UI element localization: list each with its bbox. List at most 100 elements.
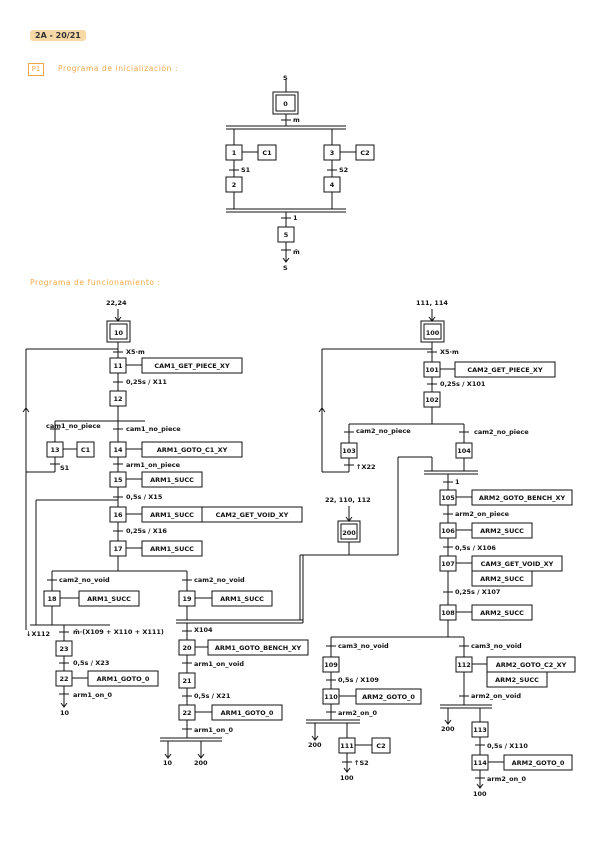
step-16: 16	[113, 511, 123, 519]
exit-label: 200	[308, 741, 322, 749]
transition-label: 1	[293, 214, 298, 222]
step-11: 11	[113, 362, 123, 370]
section-number: P1	[28, 63, 44, 76]
action-arm1-succ: ARM1_SUCC	[220, 595, 264, 603]
step-14: 14	[113, 446, 123, 454]
step-17: 17	[113, 545, 122, 553]
step-200: 200	[342, 529, 356, 537]
action-cam3-get-void: CAM3_GET_VOID_XY	[481, 560, 554, 568]
action-arm1-goto-0: ARM1_GOTO_0	[97, 675, 150, 683]
step-22: 22	[182, 709, 191, 717]
transition-label: ↑S2	[354, 759, 369, 767]
transition-label: arm1_on_0	[73, 691, 112, 699]
step-100: 100	[426, 329, 440, 337]
step-20: 20	[182, 644, 192, 652]
step-21: 21	[182, 677, 192, 685]
step-110: 110	[324, 693, 338, 701]
action-arm2-succ: ARM2_SUCC	[480, 527, 524, 535]
action-arm1-goto-bench: ARM1_GOTO_BENCH_XY	[215, 644, 302, 652]
transition-label: cam3_no_void	[471, 642, 522, 650]
step-13: 13	[50, 446, 59, 454]
transition-label: cam3_no_void	[338, 642, 389, 650]
step-10: 10	[114, 329, 124, 337]
exit-label: 100	[340, 774, 354, 782]
action-arm2-goto-bench: ARM2_GOTO_BENCH_XY	[479, 494, 566, 502]
operation-program-title: Programa de funcionamiento :	[30, 278, 161, 287]
action-arm1-succ: ARM1_SUCC	[150, 476, 194, 484]
sync-entry-label: 22, 110, 112	[325, 496, 371, 504]
step-103: 103	[342, 447, 356, 455]
transition-label: arm2_on_piece	[455, 510, 510, 518]
action-arm1-succ: ARM1_SUCC	[150, 511, 194, 519]
action-arm1-goto-0: ARM1_GOTO_0	[221, 709, 274, 717]
transition-label: S1	[241, 166, 251, 174]
transition-label: cam2_no_void	[59, 576, 110, 584]
transition-label: S1	[60, 464, 70, 472]
transition-label: 0,25s / X101	[440, 380, 486, 388]
transition-label: m̄	[293, 248, 300, 256]
transition-label: X5·m	[126, 348, 145, 356]
transition-label: 0,25s / X16	[126, 527, 167, 535]
action-arm1-succ: ARM1_SUCC	[150, 545, 194, 553]
exit-label: 200	[194, 759, 208, 767]
transition-label: 0,5s / X15	[126, 493, 163, 501]
transition-label: arm2_on_0	[338, 709, 377, 717]
step-106: 106	[441, 527, 455, 535]
link-label: S	[283, 74, 288, 82]
transition-label: 0,5s / X23	[73, 659, 109, 667]
transition-label: ↓X112	[26, 630, 50, 638]
arm2-entry-label: 111, 114	[416, 299, 448, 307]
step-105: 105	[441, 494, 455, 502]
action-arm1-goto-c1: ARM1_GOTO_C1_XY	[157, 446, 228, 454]
transition-label: 0,25s / X11	[126, 378, 167, 386]
transition-label: 0,5s / X109	[338, 676, 379, 684]
transition-label: cam1_no_piece	[46, 422, 101, 430]
step-5: 5	[284, 231, 289, 239]
transition-label: arm1_on_void	[194, 660, 244, 668]
action-arm2-succ: ARM2_SUCC	[495, 676, 539, 684]
transition-label: m	[293, 116, 300, 124]
step-114: 114	[473, 759, 487, 767]
step-108: 108	[441, 609, 455, 617]
transition-label: m̄·(X109 + X110 + X111)	[73, 628, 164, 636]
transition-label: X5·m	[440, 348, 459, 356]
step-18: 18	[47, 595, 57, 603]
step-23: 23	[59, 645, 68, 653]
transition-label: cam2_no_piece	[474, 428, 529, 436]
step-19: 19	[182, 595, 192, 603]
transition-label: arm2_on_void	[471, 692, 521, 700]
action-arm1-succ: ARM1_SUCC	[87, 595, 131, 603]
step-113: 113	[473, 726, 487, 734]
step-101: 101	[425, 366, 439, 374]
step-112: 112	[457, 661, 471, 669]
action-arm2-succ: ARM2_SUCC	[480, 575, 524, 583]
step-3: 3	[330, 149, 335, 157]
transition-label: 0,5s / X106	[455, 544, 496, 552]
action-c1: C1	[262, 149, 272, 157]
step-0: 0	[283, 100, 288, 108]
action-arm2-goto-0: ARM2_GOTO_0	[512, 759, 565, 767]
transition-label: S2	[339, 166, 348, 174]
arm1-entry-label: 22,24	[106, 299, 127, 307]
step-111: 111	[340, 742, 354, 750]
action-cam2-get-void: CAM2_GET_VOID_XY	[216, 511, 289, 519]
step-2: 2	[232, 181, 237, 189]
step-1: 1	[232, 149, 237, 157]
transition-label: ↑X22	[356, 463, 376, 471]
transition-label: 0,5s / X21	[194, 692, 231, 700]
exit-label: 10	[163, 759, 173, 767]
step-22: 22	[59, 675, 68, 683]
transition-label: arm2_on_0	[487, 775, 526, 783]
step-12: 12	[113, 395, 122, 403]
action-arm2-succ: ARM2_SUCC	[480, 609, 524, 617]
init-program-title: Programa de inicialización :	[58, 64, 179, 73]
exit-label: 10	[60, 709, 70, 717]
transition-label: arm1_on_piece	[126, 461, 181, 469]
transition-label: 1	[455, 478, 460, 486]
step-104: 104	[457, 447, 471, 455]
step-4: 4	[330, 181, 335, 189]
link-label: S	[283, 264, 288, 272]
action-c2: C2	[360, 149, 369, 157]
